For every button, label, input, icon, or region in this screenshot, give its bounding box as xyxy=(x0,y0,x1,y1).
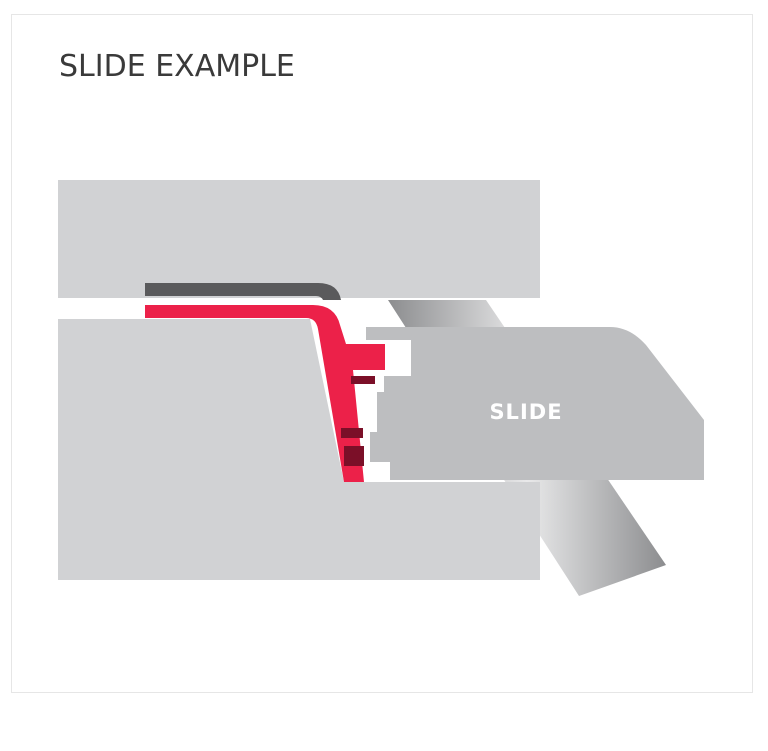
gap xyxy=(385,339,409,376)
gap xyxy=(364,462,388,482)
molded-part xyxy=(145,305,385,482)
undercut-band xyxy=(344,446,364,466)
undercut-band xyxy=(341,428,363,438)
undercut-band xyxy=(351,376,375,384)
part-dark-edge xyxy=(145,283,341,300)
top-mold-half xyxy=(58,180,540,298)
page-title: SLIDE EXAMPLE xyxy=(59,49,295,84)
slide-label: SLIDE xyxy=(489,400,562,424)
gap xyxy=(359,392,381,422)
slide-block xyxy=(366,327,704,480)
bottom-mold-half xyxy=(58,319,540,580)
